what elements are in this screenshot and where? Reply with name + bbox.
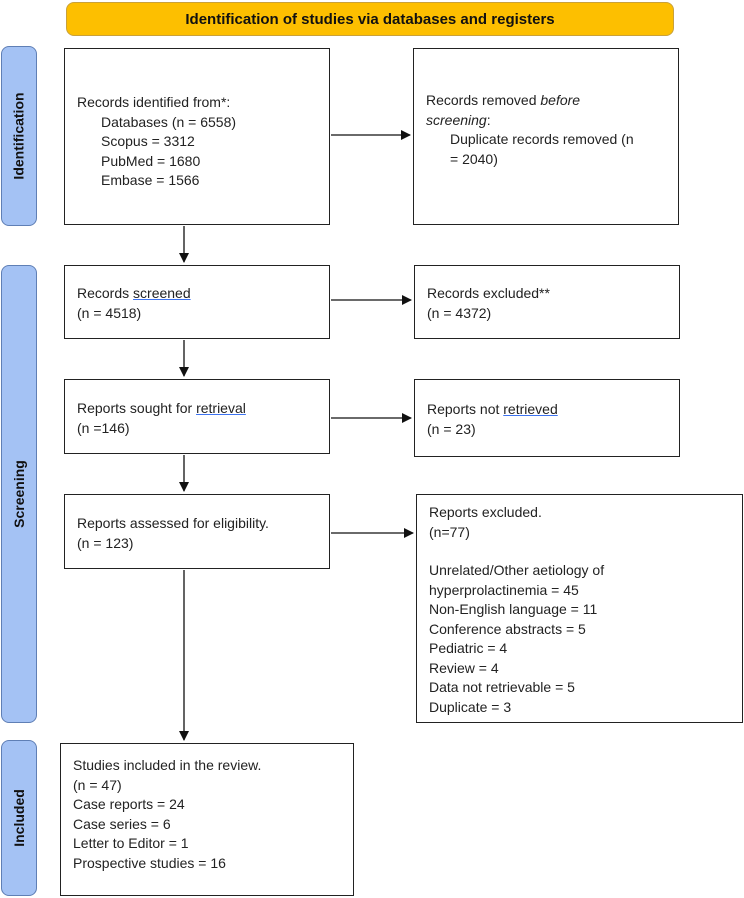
studies-included-prospective: Prospective studies = 16	[73, 854, 226, 871]
reports-sought-box: Reports sought for retrieval (n =146)	[64, 379, 330, 454]
reports-excluded-reason: Duplicate = 3	[429, 698, 512, 715]
reports-assessed-box: Reports assessed for eligibility. (n = 1…	[64, 494, 330, 569]
reports-excluded-reason: Conference abstracts = 5	[429, 620, 586, 637]
records-removed-duplicates: Duplicate records removed (n	[450, 131, 634, 147]
records-excluded-box: Records excluded** (n = 4372)	[414, 265, 680, 339]
studies-included-letter: Letter to Editor = 1	[73, 835, 189, 851]
records-removed-title-cont: screening:	[426, 111, 491, 128]
phase-identification: Identification	[1, 46, 37, 226]
studies-included-case-series: Case series = 6	[73, 815, 171, 832]
reports-not-retrieved-title: Reports not retrieved	[427, 401, 558, 417]
records-excluded-count: (n = 4372)	[427, 304, 492, 321]
records-screened-box: Records screened (n = 4518)	[64, 265, 330, 339]
records-identified-box: Records identified from*: Databases (n =…	[64, 48, 330, 225]
reports-excluded-reason: Pediatric = 4	[429, 640, 508, 656]
reports-excluded-reason: Data not retrievable = 5	[429, 679, 575, 695]
studies-included-box: Studies included in the review. (n = 47)…	[60, 743, 354, 896]
studies-included-case-reports: Case reports = 24	[73, 796, 185, 812]
records-identified-pubmed: PubMed = 1680	[101, 152, 201, 169]
records-identified-embase: Embase = 1566	[101, 172, 200, 188]
reports-excluded-reason: Review = 4	[429, 659, 499, 676]
records-screened-count: (n = 4518)	[77, 304, 142, 321]
records-removed-duplicates-count: = 2040)	[450, 150, 498, 167]
studies-included-title: Studies included in the review.	[73, 757, 262, 773]
reports-excluded-box: Reports excluded. (n=77) Unrelated/Other…	[416, 494, 743, 723]
reports-assessed-count: (n = 123)	[77, 534, 134, 551]
records-removed-box: Records removed before screening: Duplic…	[413, 48, 679, 225]
reports-excluded-count: (n=77)	[429, 523, 470, 540]
records-identified-databases: Databases (n = 6558)	[101, 113, 237, 130]
records-screened-title: Records screened	[77, 285, 191, 301]
records-identified-scopus: Scopus = 3312	[101, 133, 195, 149]
header-banner: Identification of studies via databases …	[66, 2, 674, 36]
reports-excluded-reason: hyperprolactinemia = 45	[429, 581, 579, 598]
reports-sought-count: (n =146)	[77, 419, 130, 436]
reports-sought-title: Reports sought for retrieval	[77, 400, 246, 416]
studies-included-count: (n = 47)	[73, 776, 122, 793]
reports-excluded-reason: Unrelated/Other aetiology of	[429, 562, 605, 578]
records-excluded-title: Records excluded**	[427, 285, 550, 301]
records-removed-title: Records removed before	[426, 92, 581, 108]
reports-excluded-reason: Non-English language = 11	[429, 601, 598, 617]
reports-assessed-title: Reports assessed for eligibility.	[77, 515, 269, 531]
reports-excluded-title: Reports excluded.	[429, 504, 542, 520]
records-identified-title: Records identified from*:	[77, 94, 231, 110]
reports-not-retrieved-box: Reports not retrieved (n = 23)	[414, 379, 680, 457]
phase-screening: Screening	[1, 265, 37, 723]
reports-not-retrieved-count: (n = 23)	[427, 420, 476, 437]
header-title: Identification of studies via databases …	[185, 10, 555, 28]
phase-included: Included	[1, 740, 37, 896]
